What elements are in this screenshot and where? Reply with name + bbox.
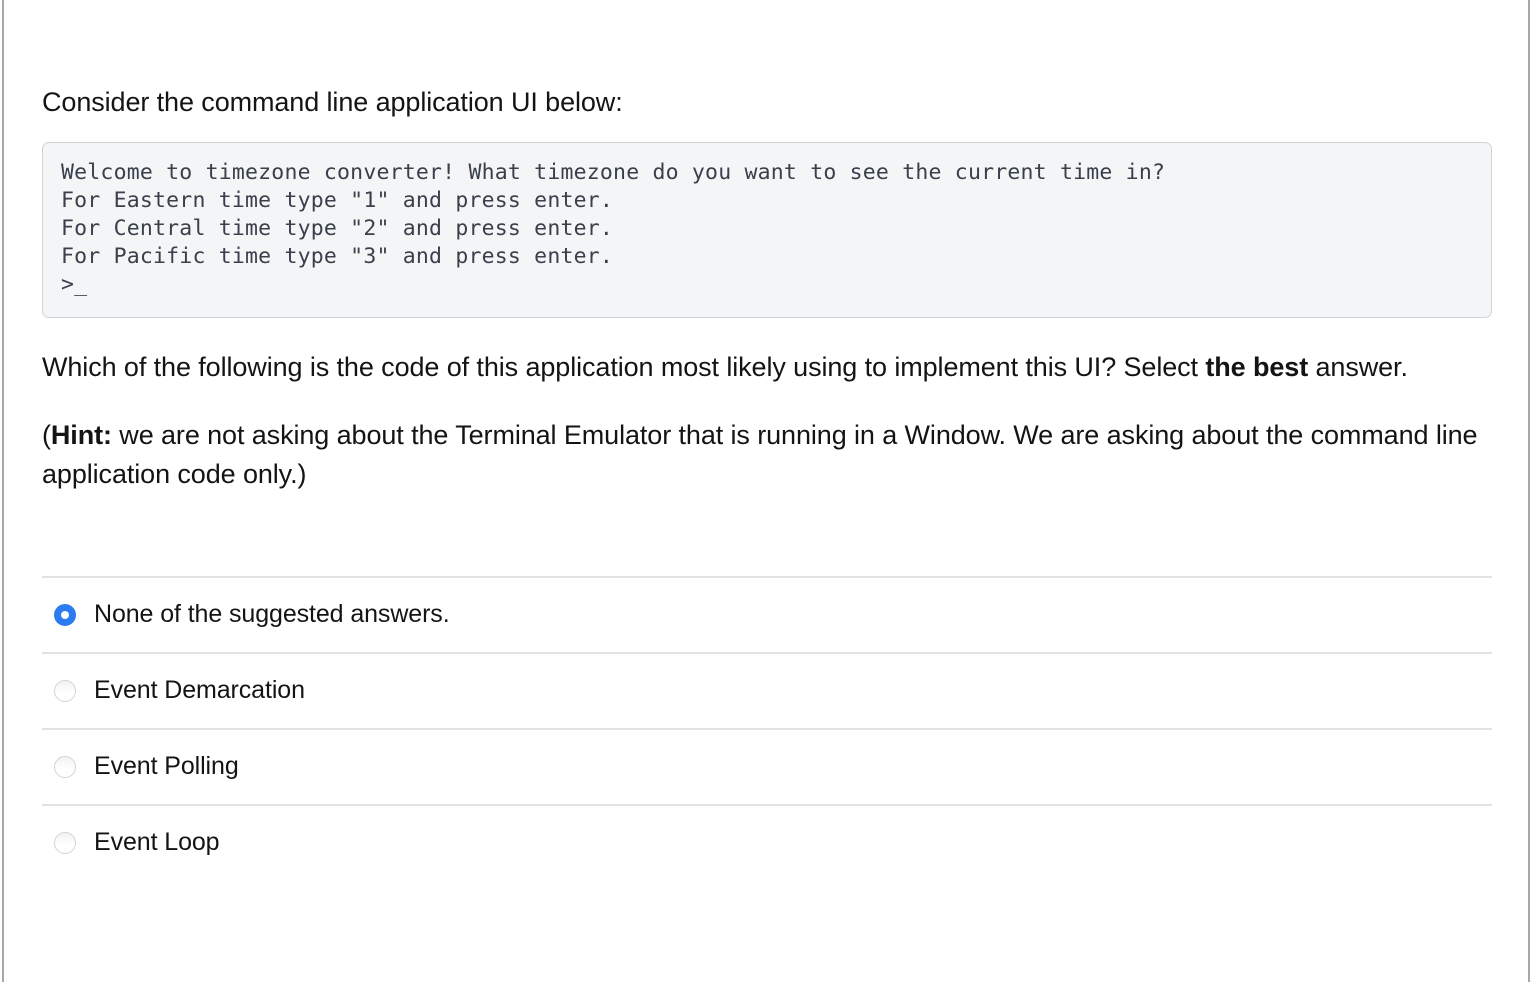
question-text-part2: answer. [1308, 352, 1408, 383]
radio-button-icon[interactable] [54, 755, 76, 778]
hint-open-paren: ( [42, 419, 51, 450]
hint-paragraph: (Hint: we are not asking about the Termi… [42, 388, 1492, 494]
answer-option-1[interactable]: Event Demarcation [42, 651, 1492, 728]
answer-options-list: None of the suggested answers. Event Dem… [42, 575, 1492, 880]
terminal-line-1: Welcome to timezone converter! What time… [61, 160, 1166, 186]
question-text-part1: Which of the following is the code of th… [42, 352, 1206, 383]
answer-option-3[interactable]: Event Loop [42, 803, 1492, 880]
hint-label: Hint: [50, 419, 112, 450]
question-emphasis: the best [1205, 352, 1309, 383]
radio-button-icon[interactable] [54, 679, 76, 702]
page-right-border [1528, 0, 1530, 982]
question-paragraph: Which of the following is the code of th… [42, 318, 1492, 387]
page-left-border [2, 0, 4, 982]
answer-option-label-0: None of the suggested answers. [94, 600, 450, 629]
answer-option-label-1: Event Demarcation [94, 676, 305, 705]
question-content: Consider the command line application UI… [42, 0, 1492, 880]
radio-button-selected-icon[interactable] [54, 603, 76, 626]
terminal-output-block: Welcome to timezone converter! What time… [42, 142, 1492, 319]
terminal-line-2: For Eastern time type "1" and press ente… [61, 188, 614, 214]
terminal-prompt-cursor: >_ [61, 272, 88, 298]
answer-option-label-3: Event Loop [94, 828, 220, 857]
answer-option-label-2: Event Polling [94, 752, 239, 781]
answer-option-0[interactable]: None of the suggested answers. [42, 575, 1492, 652]
terminal-line-3: For Central time type "2" and press ente… [61, 216, 614, 242]
hint-body: we are not asking about the Terminal Emu… [42, 419, 1478, 489]
answer-option-2[interactable]: Event Polling [42, 727, 1492, 804]
terminal-line-4: For Pacific time type "3" and press ente… [61, 244, 614, 270]
radio-button-icon[interactable] [54, 831, 76, 854]
intro-paragraph: Consider the command line application UI… [42, 87, 623, 117]
